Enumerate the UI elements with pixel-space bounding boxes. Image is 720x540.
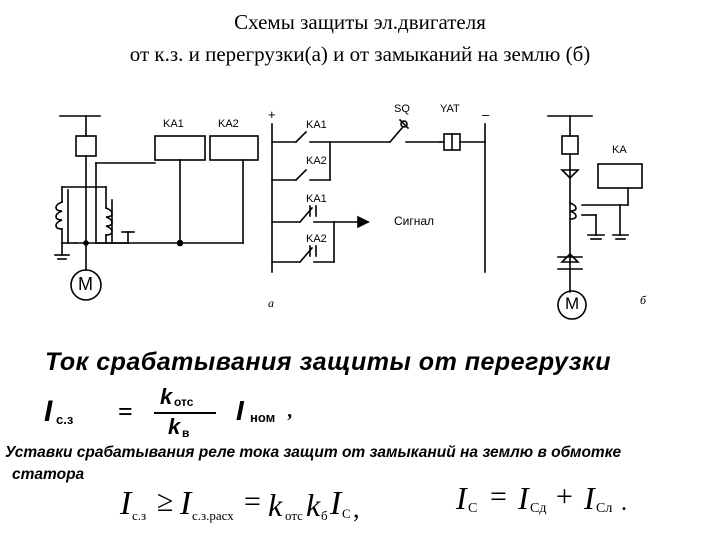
- title-line-1: Схемы защиты эл.двигателя: [234, 10, 486, 34]
- circuit-breaker-b: [561, 135, 579, 155]
- signal-label: Сигнал: [394, 214, 435, 228]
- current-transformer-2: [104, 206, 113, 236]
- formula2-i3-sub: С: [342, 506, 351, 521]
- formula3-i3: I: [584, 480, 595, 516]
- relay-ka-label: KA: [612, 144, 627, 156]
- formula1-rhs-sub: ном: [250, 410, 276, 425]
- formula2-ge: ≥: [157, 485, 174, 518]
- formula1-num-sub: отс: [174, 395, 194, 409]
- contact-ka2-signal-label: KA2: [306, 233, 327, 245]
- relay-ka2-label: KA2: [218, 118, 239, 130]
- formula1-lhs: I: [44, 395, 53, 428]
- diagram-a-current-circuit: [54, 115, 259, 301]
- formula1-eq: =: [118, 397, 133, 426]
- formula1-den: k: [168, 414, 181, 439]
- formula2-i2: I: [180, 485, 192, 522]
- diagram-b-circuit: [547, 115, 643, 320]
- minus-label: –: [482, 107, 490, 122]
- relay-ka1-coil: [154, 135, 206, 161]
- contact-ka2-label: KA2: [306, 155, 327, 167]
- setting-text-line2: статора: [12, 466, 85, 483]
- plus-label: +: [268, 107, 276, 122]
- circuit-breaker-a: [75, 135, 97, 157]
- formula1-num: k: [160, 384, 173, 409]
- formula3-i1: I: [456, 480, 467, 516]
- diagram-a-control-circuit: [271, 118, 486, 273]
- formula1-tail: ,: [288, 400, 293, 422]
- current-transformer-1: [55, 200, 64, 230]
- setting-text-line1: Уставки срабатывания реле тока защит от …: [5, 444, 622, 461]
- formula3-i2-sub: Сд: [530, 501, 547, 516]
- relay-ka-coil: [597, 163, 643, 189]
- formula3-i1-sub: С: [468, 501, 478, 516]
- formula1-lhs-sub: с.з: [56, 412, 74, 427]
- zero-sequence-ct: [568, 201, 577, 220]
- contact-ka1-signal-label: KA1: [306, 193, 327, 205]
- motor-b-label: M: [565, 294, 580, 313]
- formula2-i2-sub: с.з.расх: [192, 508, 234, 523]
- formula3-i2: I: [518, 480, 529, 516]
- formula2-k2: k: [306, 487, 321, 523]
- formula2-i1: I: [120, 485, 132, 522]
- formula3-eq: =: [490, 480, 507, 513]
- formula2-k1: k: [268, 487, 283, 523]
- overload-heading: Ток срабатывания защиты от перегрузки: [45, 348, 611, 376]
- formula2-eq: =: [244, 485, 261, 518]
- protection-schematics: [54, 115, 643, 320]
- relay-ka1-label: KA1: [163, 118, 184, 130]
- formula2-tail: ,: [353, 494, 360, 523]
- yat-label: YAT: [440, 103, 460, 115]
- formula2-k1-sub: отс: [285, 508, 303, 523]
- motor-a: [70, 269, 102, 301]
- formula3-i3-sub: Сл: [596, 501, 613, 516]
- relay-ka2-coil: [209, 135, 259, 161]
- fraction-bar: [154, 412, 216, 414]
- title-line-2: от к.з. и перегрузки(а) и от замыканий н…: [129, 42, 591, 66]
- formula2-i1-sub: с.з: [132, 508, 147, 523]
- caption-b: б: [640, 293, 647, 307]
- caption-a: а: [268, 296, 274, 310]
- formula3-plus: +: [556, 480, 573, 513]
- motor-a-label: M: [78, 274, 93, 294]
- formula2-k2-sub: б: [321, 508, 328, 523]
- sq-label: SQ: [394, 103, 410, 115]
- motor-b: [557, 290, 587, 320]
- contact-ka1-label: KA1: [306, 119, 327, 131]
- formula3-tail: .: [621, 490, 627, 516]
- formula1-rhs: I: [236, 395, 244, 426]
- formula2-i3: I: [330, 485, 342, 522]
- formula1-den-sub: в: [182, 426, 190, 440]
